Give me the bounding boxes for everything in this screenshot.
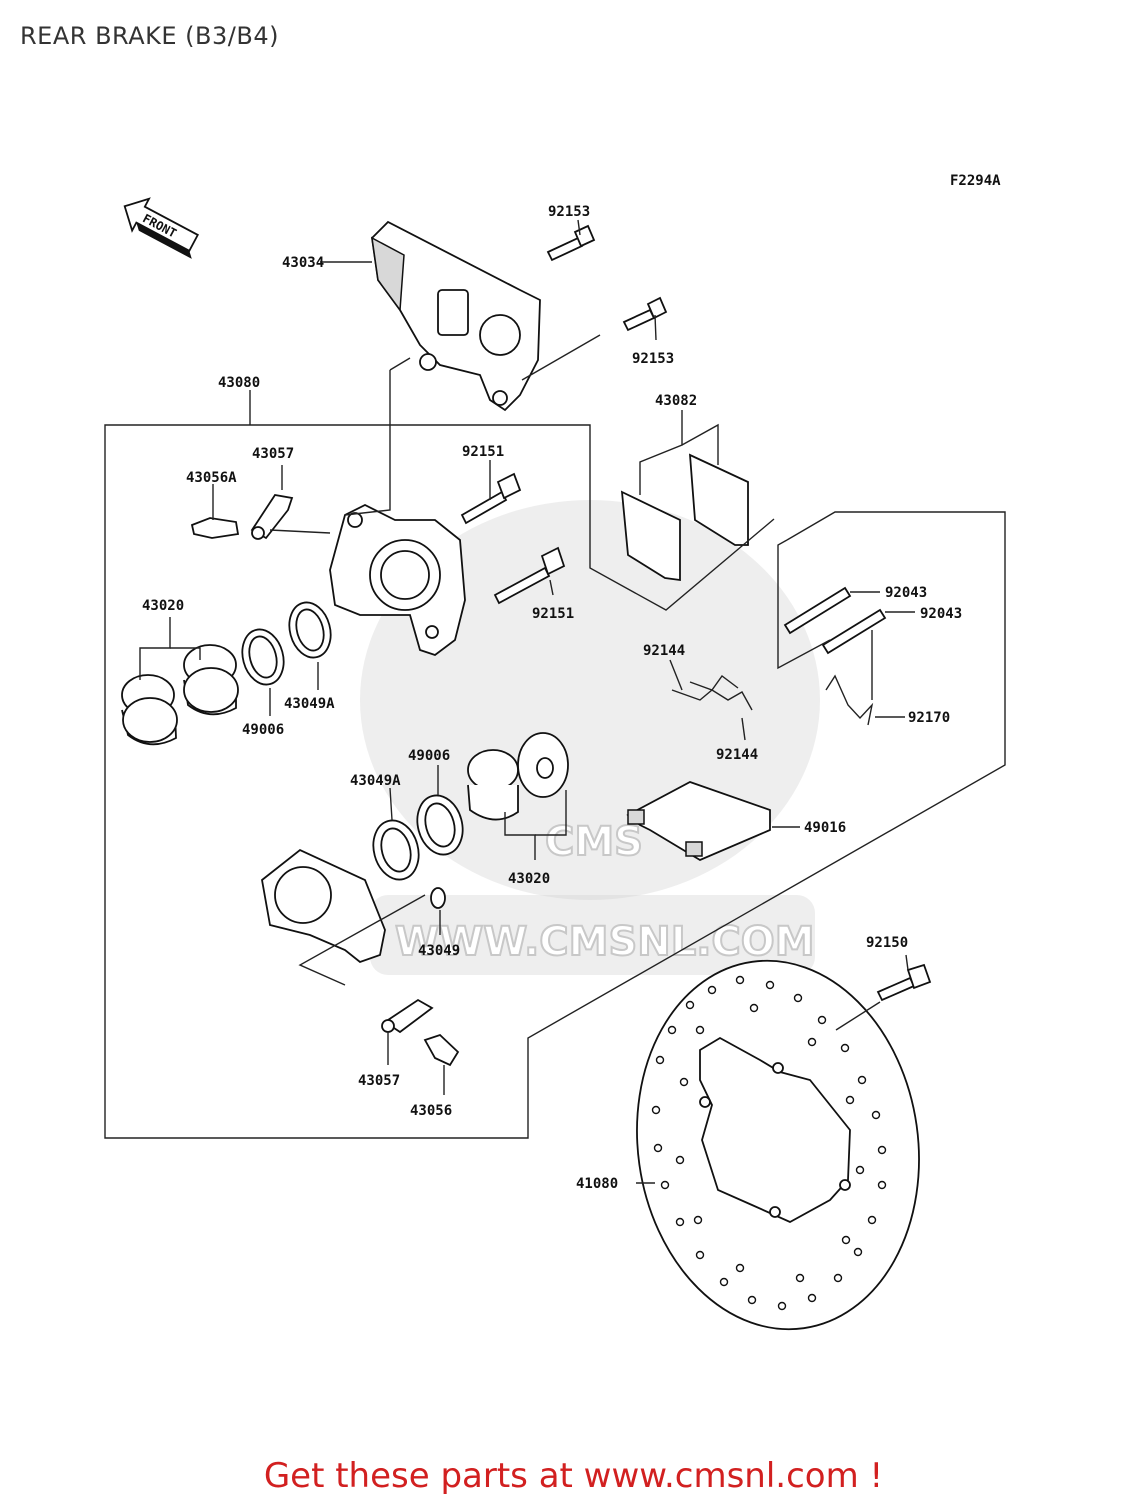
seal-43049A-lower [372, 819, 420, 881]
bleeder-cap-lower [381, 998, 434, 1034]
label-43049A-lower: 43049A [350, 773, 401, 789]
figure-code: F2294A [950, 173, 1001, 189]
seal-49006-upper [241, 628, 285, 686]
label-43049: 43049 [418, 943, 460, 959]
label-92144-upper: 92144 [643, 643, 685, 659]
brake-pad-b [688, 453, 749, 546]
caliper-assembly-frame [104, 390, 1006, 1139]
label-43049A-upper: 43049A [284, 696, 335, 712]
leader-lines [139, 219, 915, 1184]
caliper-body-lower [261, 848, 386, 964]
front-arrow-icon: FRONT [123, 197, 199, 259]
label-92153-lower: 92153 [632, 351, 674, 367]
piston-upper-b [183, 644, 239, 716]
label-43057-upper: 43057 [252, 446, 294, 462]
label-49006-upper: 49006 [242, 722, 284, 738]
piston-lower-b [517, 732, 569, 798]
pin-92043-lower [821, 608, 887, 655]
brake-disc-41080 [636, 959, 920, 1331]
label-43056: 43056 [410, 1103, 452, 1119]
watermark-logo: CMS [545, 819, 643, 865]
label-92043-lower: 92043 [920, 606, 962, 622]
label-41080: 41080 [576, 1176, 618, 1192]
brake-pad-a [620, 490, 681, 582]
seal-49006-lower [416, 794, 464, 856]
bleeder-cap-upper [250, 494, 294, 540]
label-49016: 49016 [804, 820, 846, 836]
pad-spring-49016 [626, 781, 771, 862]
label-43056A: 43056A [186, 470, 237, 486]
clip-92170 [825, 674, 874, 726]
spring-92144 [671, 675, 753, 711]
label-49006-lower: 49006 [408, 748, 450, 764]
label-92144-lower: 92144 [716, 747, 758, 763]
bleeder-valve-upper [190, 517, 240, 539]
caliper-bracket [371, 220, 541, 412]
label-43020-upper: 43020 [142, 598, 184, 614]
label-43082: 43082 [655, 393, 697, 409]
bolt-92151-lower [493, 546, 566, 605]
label-92151-lower: 92151 [532, 606, 574, 622]
piston-lower-a [467, 749, 519, 821]
disc-holes [651, 975, 887, 1311]
bolt-92153-lower [622, 296, 668, 332]
seal-43049A-upper [288, 601, 332, 659]
bleeder-valve-lower [423, 1033, 460, 1067]
pin-92043-upper [783, 586, 852, 635]
label-92170: 92170 [908, 710, 950, 726]
label-43080: 43080 [218, 375, 260, 391]
part-labels: 92153 43034 92153 43080 43082 43057 9215… [142, 204, 962, 1192]
label-92153-upper: 92153 [548, 204, 590, 220]
label-43057-lower: 43057 [358, 1073, 400, 1089]
label-92043-upper: 92043 [885, 585, 927, 601]
label-92151-upper: 92151 [462, 444, 504, 460]
watermark-url: WWW.CMSNL.COM [395, 919, 815, 965]
footer-link[interactable]: Get these parts at www.cmsnl.com ! [263, 1456, 884, 1496]
bolt-92151-upper [460, 472, 522, 525]
parts-diagram: CMS WWW.CMSNL.COM F2294A FRONT [104, 173, 1006, 1331]
caliper-body-upper [329, 503, 466, 657]
bolt-92150 [876, 963, 932, 1002]
label-43020-lower: 43020 [508, 871, 550, 887]
bolt-92153-upper [546, 224, 596, 262]
washer-43049 [430, 887, 446, 909]
page-title: REAR BRAKE (B3/B4) [20, 22, 279, 50]
label-92150: 92150 [866, 935, 908, 951]
piston-upper-a [121, 674, 178, 746]
label-43034: 43034 [282, 255, 324, 271]
